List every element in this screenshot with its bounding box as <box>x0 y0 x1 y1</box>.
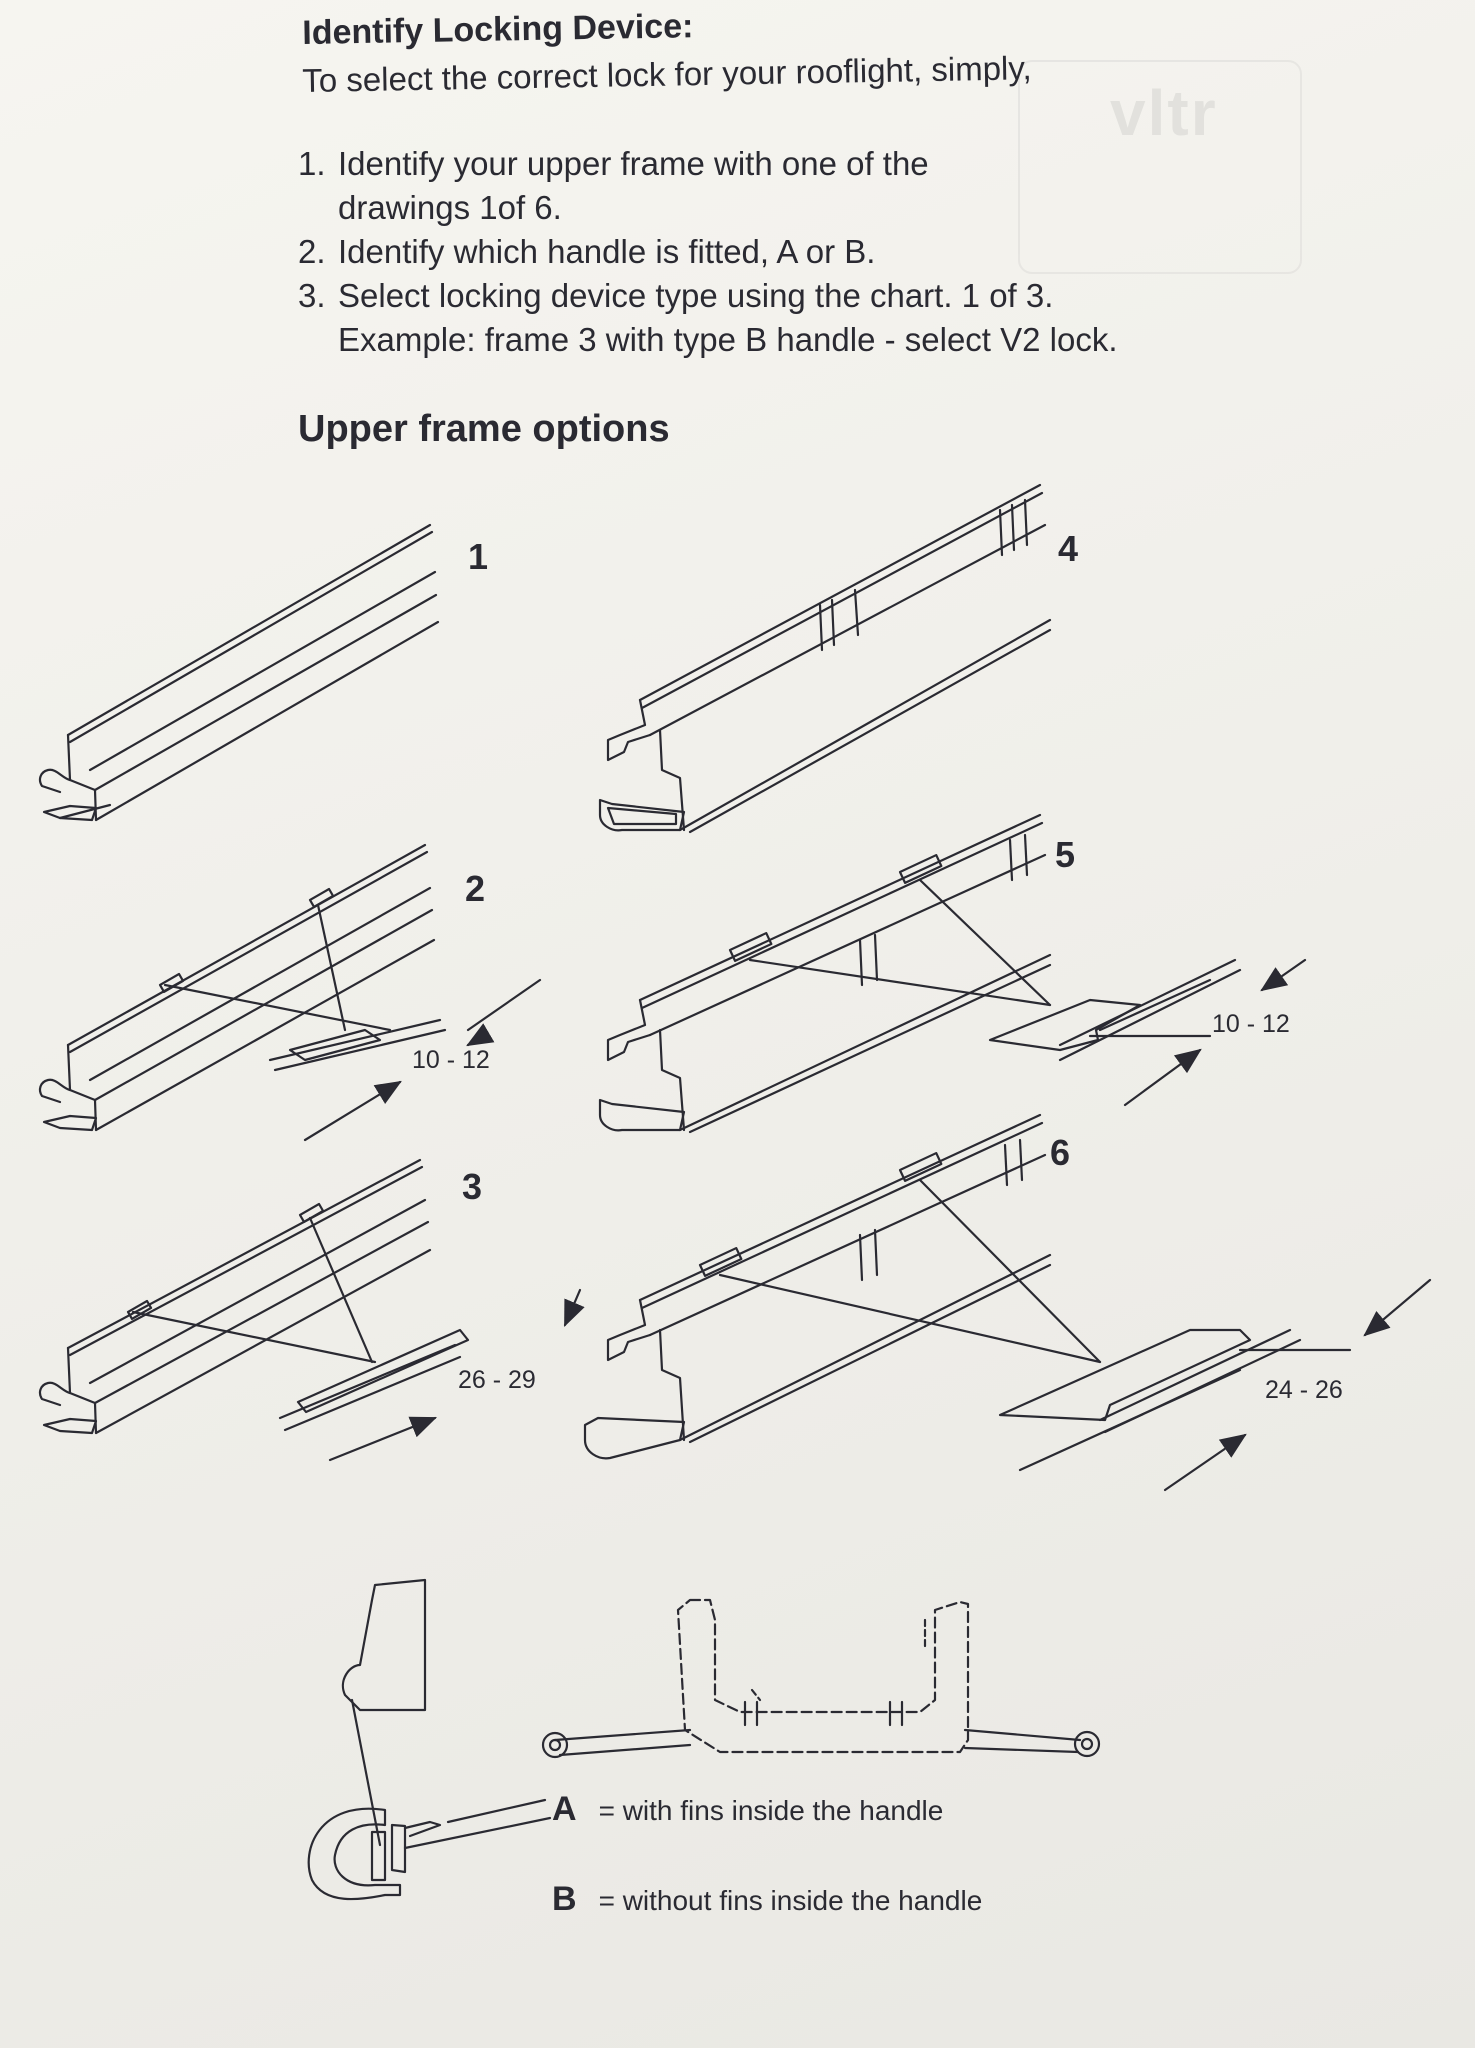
dimension-frame-6: 24 - 26 <box>1265 1376 1343 1404</box>
frame-1-drawing <box>38 523 440 822</box>
legend-b-text: = without fins inside the handle <box>598 1885 983 1916</box>
frame-4-drawing <box>598 483 1052 834</box>
frame-2-drawing <box>38 843 542 1142</box>
page-heading: Identify Locking Device: <box>302 7 694 52</box>
step-continuation: Example: frame 3 with type B handle - se… <box>338 321 1118 358</box>
frame-label-2: 2 <box>465 868 486 909</box>
frame-5-drawing <box>598 813 1307 1134</box>
section-title: Upper frame options <box>298 408 670 450</box>
steps-list: 1. Identify your upper frame with one of… <box>298 142 1198 362</box>
frame-drawings-svg <box>38 483 1432 1901</box>
dimension-frame-5: 10 - 12 <box>1212 1010 1290 1038</box>
dimension-frame-2: 10 - 12 <box>412 1046 490 1074</box>
step-number: 3. <box>298 277 326 314</box>
frame-6-drawing <box>583 1113 1432 1492</box>
step-item: 2. Identify which handle is fitted, A or… <box>298 230 1198 274</box>
legend-a-text: = with fins inside the handle <box>598 1795 944 1826</box>
step-item: 1. Identify your upper frame with one of… <box>298 142 1198 230</box>
legend-a-key: A <box>552 1790 577 1828</box>
step-text: Select locking device type using the cha… <box>338 277 1054 314</box>
step-text: Identify which handle is fitted, A or B. <box>338 233 876 270</box>
legend-b-key: B <box>552 1880 577 1918</box>
frame-3-drawing <box>38 1158 585 1462</box>
frame-label-3: 3 <box>462 1166 483 1207</box>
watermark-logo: vltr <box>1110 77 1218 149</box>
frame-label-1: 1 <box>468 536 489 577</box>
watermark-stamp: vltr <box>1018 60 1302 274</box>
frame-label-6: 6 <box>1050 1132 1071 1173</box>
intro-text: To select the correct lock for your roof… <box>302 49 1032 99</box>
step-number: 2. <box>298 233 326 270</box>
dimension-frame-3: 26 - 29 <box>458 1366 536 1394</box>
frame-label-5: 5 <box>1055 834 1076 875</box>
frame-label-4: 4 <box>1058 528 1079 569</box>
handle-drawing <box>307 1578 1101 1901</box>
legend-b: B = without fins inside the handle <box>552 1880 982 1919</box>
step-text: Identify your upper frame with one of th… <box>338 145 929 182</box>
step-number: 1. <box>298 145 326 182</box>
step-continuation: drawings 1of 6. <box>338 189 562 226</box>
step-item: 3. Select locking device type using the … <box>298 274 1198 362</box>
legend-a: A = with fins inside the handle <box>552 1790 943 1829</box>
upper-frame-diagram: 1 2 3 4 5 6 10 - 12 26 - 29 10 - 12 24 -… <box>0 470 1475 2048</box>
